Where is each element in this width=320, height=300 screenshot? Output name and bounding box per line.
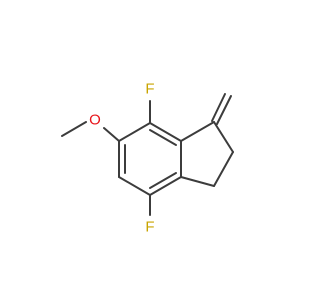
bond-c3a-c4 — [149, 122, 182, 142]
bond-c1-c2 — [213, 121, 234, 153]
bond-c5-oxygen — [103, 127, 120, 142]
bond-c2-c3 — [213, 151, 234, 187]
double-bond-c3a-c4 — [149, 129, 177, 146]
double-bond-c7-c7a — [149, 172, 177, 189]
methylene-bond-1 — [211, 93, 226, 122]
fluorine-top-label: F — [145, 81, 154, 98]
bond-oxygen-methyl — [61, 121, 87, 137]
benzene-ring — [118, 122, 182, 196]
molecule-structure: F F O — [61, 81, 234, 236]
bond-c6-c7 — [118, 176, 151, 196]
bond-c7-c7a — [149, 176, 182, 196]
methylene-group — [211, 93, 232, 125]
bond-c4-c5 — [118, 122, 151, 142]
bond-c3-c7a — [180, 176, 215, 187]
cyclopentene-ring — [180, 121, 234, 187]
fluorine-bottom-label: F — [145, 219, 154, 236]
methylene-bond-2 — [216, 95, 232, 125]
oxygen-label: O — [89, 112, 101, 129]
bond-c3a-c1 — [180, 121, 215, 142]
